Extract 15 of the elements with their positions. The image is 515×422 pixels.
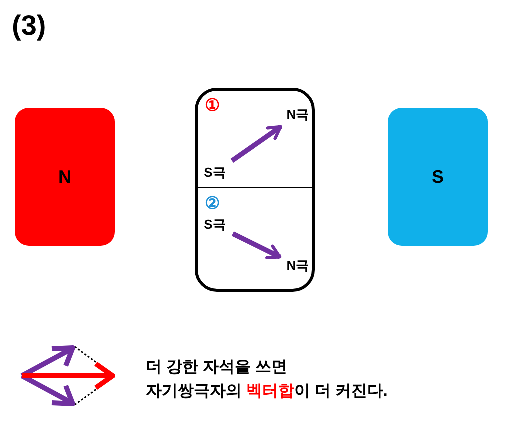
magnet-block [15, 108, 115, 246]
note-text: 더 강한 자석을 쓰면 [146, 358, 288, 378]
pole-label: S극 [199, 215, 231, 235]
number-label: ① [205, 97, 220, 114]
title: (3) [12, 9, 46, 43]
magnet-block [388, 108, 488, 246]
number-label: ② [205, 195, 220, 212]
pole-label: N극 [282, 256, 314, 276]
compass-box [195, 88, 315, 292]
pole-label: S극 [199, 163, 231, 183]
arrow [232, 232, 282, 260]
pole-letter: S [432, 168, 444, 186]
note-text: 자기쌍극자의 벡터합이 더 커진다. [146, 382, 388, 402]
pole-label: N극 [282, 105, 314, 125]
pole-letter: N [58, 168, 72, 186]
